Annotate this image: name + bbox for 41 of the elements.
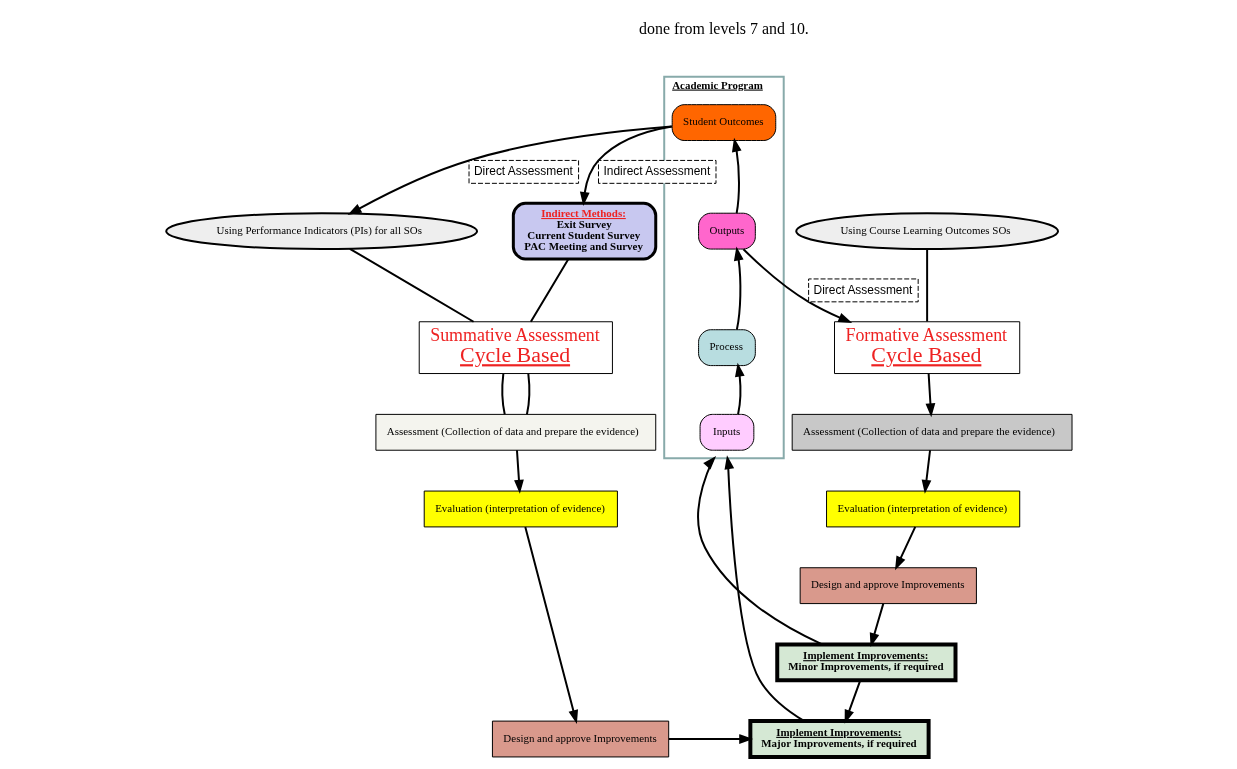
node-box: Inputs: [699, 413, 754, 451]
connector: [529, 258, 569, 323]
node-box: Indirect Methods: Exit Survey Current Student Survey PAC Meeting and Survey: [511, 201, 657, 261]
connector: [525, 372, 530, 416]
node-box: Summative Assessment Cycle Based: [418, 321, 613, 375]
edge-label: Direct Assessment: [473, 164, 573, 179]
arrow: [523, 526, 578, 724]
node-box: Implement Improvements: Minor Improvements, if required: [774, 642, 957, 683]
node-box: Process: [697, 329, 756, 367]
arrow: [734, 362, 745, 416]
arrow: [869, 602, 884, 648]
node-ellipse: Using Course Learning Outcomes SOs: [794, 212, 1059, 251]
edge-label: Direct Assessment: [813, 282, 912, 297]
node-box: Evaluation (interpretation of evidence): [825, 490, 1020, 528]
arrow: [733, 246, 744, 331]
arrow: [894, 525, 916, 571]
connector: [348, 247, 475, 323]
node-ellipse: Using Performance Indicators (PIs) for all SOs: [164, 212, 478, 251]
node-box: Student Outcomes: [671, 104, 776, 141]
arrow: [925, 372, 935, 418]
arrow: [844, 679, 861, 724]
node-box: Formative Assessment Cycle Based: [833, 321, 1020, 375]
connector: [925, 248, 928, 323]
node-box: Outputs: [697, 212, 756, 250]
arrow: [513, 449, 524, 494]
connector: [500, 372, 506, 416]
arrow: [921, 449, 931, 494]
node-box: Evaluation (interpretation of evidence): [423, 490, 618, 528]
node-box: Implement Improvements: Major Improvements, if required: [747, 719, 931, 759]
node-box: Assessment (Collection of data and prepare the evidence): [791, 413, 1072, 451]
arrow: [347, 125, 673, 215]
arrow: [724, 455, 805, 722]
label: done from levels 7 and 10.: [638, 19, 809, 37]
node-box: Assessment (Collection of data and prepare the evidence): [374, 413, 656, 451]
arrow: [731, 137, 742, 215]
arrow: [667, 734, 753, 744]
arrow: [741, 248, 852, 323]
arrow: [579, 125, 673, 206]
node-box: Design and approve Improvements: [799, 567, 977, 605]
node-box: Design and approve Improvements: [491, 720, 669, 758]
arrow: [696, 455, 823, 646]
